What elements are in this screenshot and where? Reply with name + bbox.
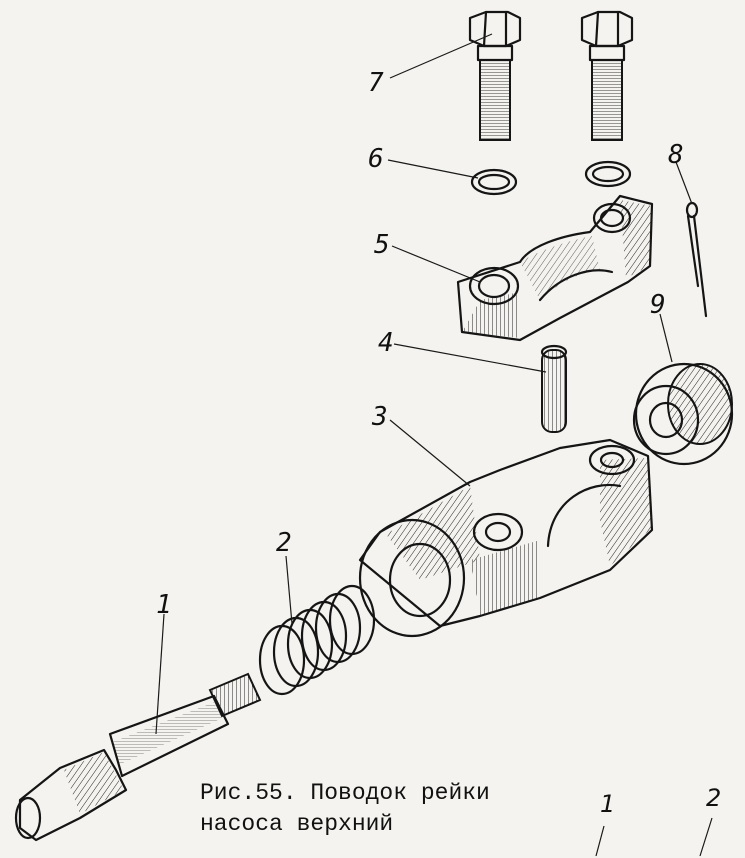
leader-lines	[155, 33, 693, 735]
callout-4: 4	[378, 328, 394, 358]
callout-2: 2	[276, 528, 292, 558]
caption-line-1: Рис.55. Поводок рейки	[200, 780, 490, 806]
guide-pin	[540, 344, 568, 433]
rack-housing	[358, 438, 654, 638]
callout-3: 3	[372, 402, 388, 432]
caption-line-2: насоса верхний	[200, 811, 394, 837]
castle-nut	[632, 362, 734, 466]
callout-9: 9	[650, 290, 666, 320]
bolt-left	[468, 10, 522, 141]
lock-washer-left	[470, 168, 518, 196]
callout-8: 8	[668, 140, 684, 170]
callout-7: 7	[368, 68, 384, 98]
corner-strokes	[595, 817, 713, 857]
clamp-cap	[456, 194, 654, 342]
corner-mark-left: 1	[600, 790, 616, 818]
bolt-right	[580, 10, 634, 141]
lock-washer-right	[584, 160, 632, 188]
corner-mark-right: 2	[706, 784, 722, 812]
figure-caption: Рис.55. Поводок рейки насоса верхний	[200, 778, 490, 840]
callout-1: 1	[156, 590, 172, 620]
callout-5: 5	[374, 230, 390, 260]
rack-rod	[14, 672, 262, 842]
cotter-pin	[685, 201, 708, 318]
callout-6: 6	[368, 144, 384, 174]
coil-spring	[258, 584, 376, 696]
